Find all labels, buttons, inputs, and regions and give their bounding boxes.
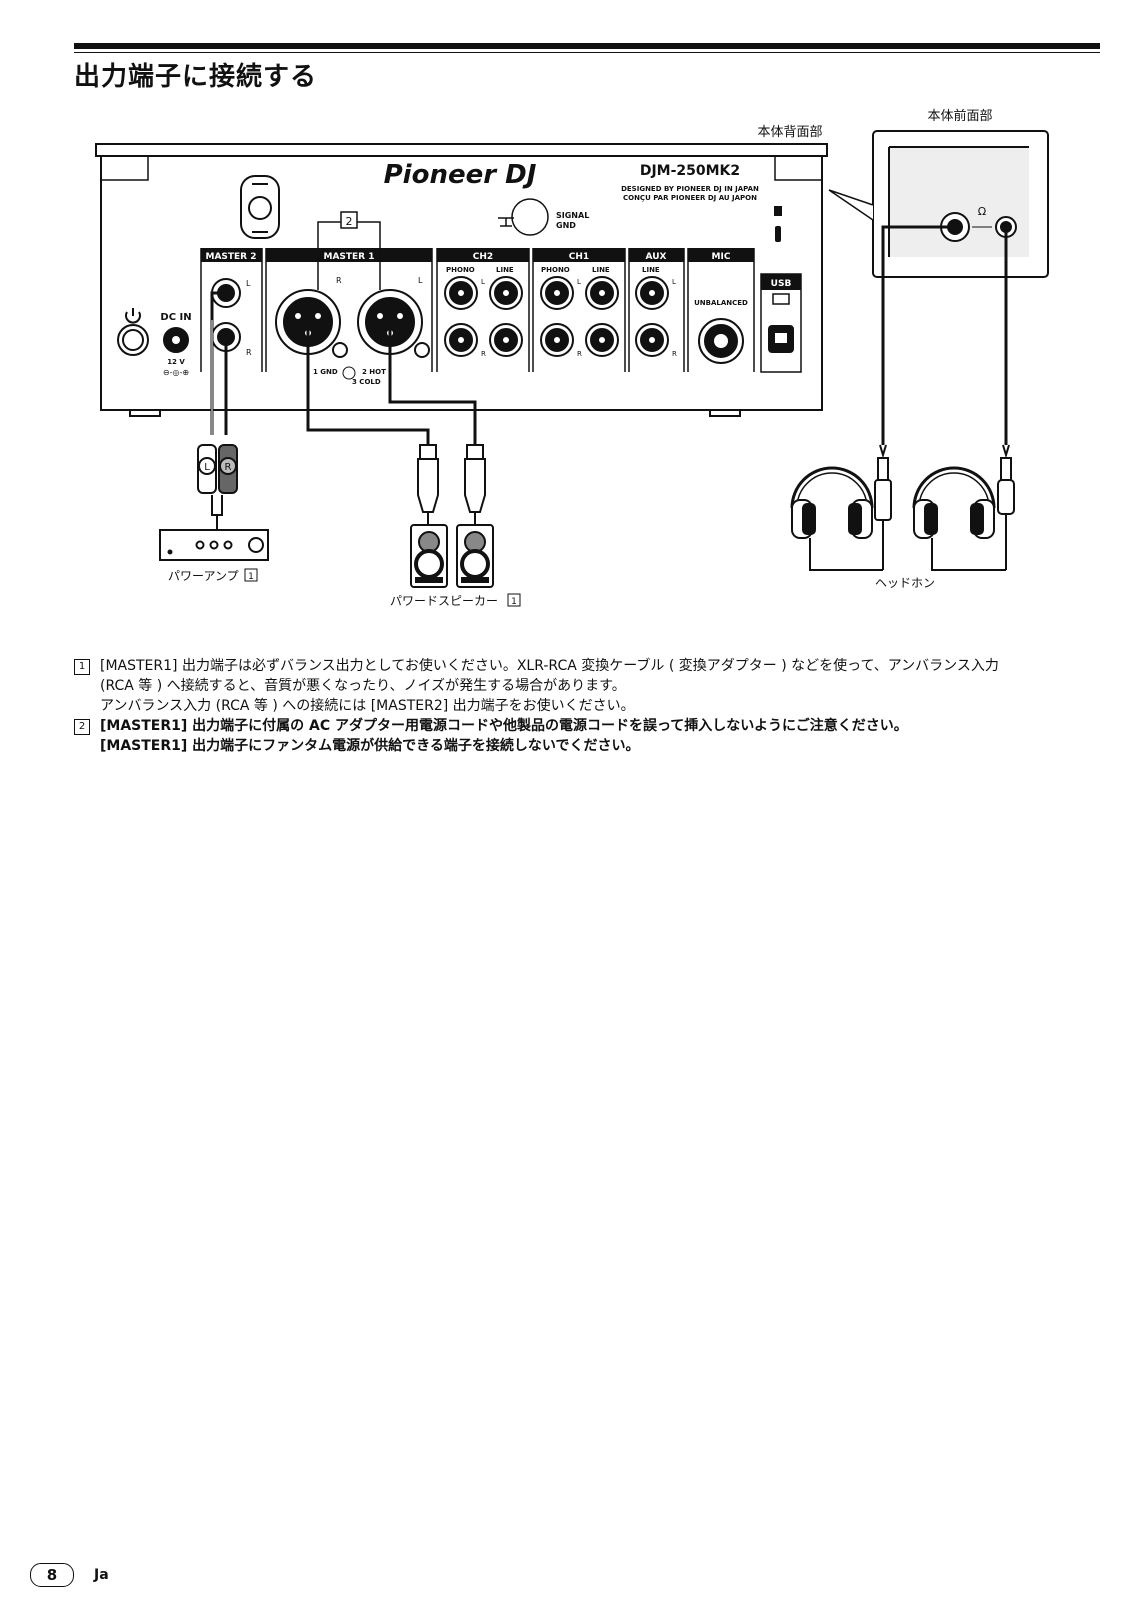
master1-l: L [418, 276, 423, 285]
power-amp-ref: 1 [248, 572, 254, 582]
connection-diagram: 本体背面部 Pioneer DJ DJM-250MK2 DESIGNED BY … [95, 108, 1049, 608]
pin2-label: 2 HOT [362, 368, 386, 376]
callout-2-number: 2 [346, 215, 353, 228]
rca-plug-r: R [225, 462, 232, 473]
note-1-line-3: アンバランス入力 (RCA 等 ) への接続には [MASTER2] 出力端子を… [100, 698, 635, 714]
brand-logo: Pioneer DJ [384, 160, 537, 190]
ch2-l: L [481, 278, 485, 286]
dc-in-label: DC IN [160, 312, 191, 323]
mount-bracket [240, 175, 280, 239]
note-2-line-2: [MASTER1] 出力端子にファンタム電源が供給できる端子を接続しないでくださ… [100, 738, 640, 754]
model-name: DJM-250MK2 [640, 163, 740, 179]
note-1-line-1: [MASTER1] 出力端子は必ずバランス出力としてお使いください。XLR-RC… [100, 658, 999, 674]
mic-jack [698, 318, 744, 364]
aux-line: LINE [642, 266, 660, 274]
ch2-r: R [481, 350, 486, 358]
powered-speaker-label: パワードスピーカー [390, 594, 498, 608]
ch1-l: L [577, 278, 581, 286]
power-amp [159, 529, 269, 561]
ch1-label: CH1 [569, 252, 589, 262]
signal-label: SIGNAL [556, 211, 589, 220]
rca-plug-l: L [204, 462, 210, 473]
ch1-phono: PHONO [541, 266, 570, 274]
note-1-number: 1 [74, 659, 90, 675]
rca-plugs [197, 444, 238, 494]
master1-label: MASTER 1 [323, 252, 374, 262]
speaker-ref-box [507, 593, 521, 607]
volt-label: 12 V [167, 358, 185, 366]
aux-label: AUX [646, 252, 667, 262]
xlr-plugs [417, 444, 486, 525]
page-footer: 8 Ja [30, 1563, 109, 1587]
ch2-label: CH2 [473, 252, 493, 262]
pin3-label: 3 COLD [352, 378, 381, 386]
master2-label: MASTER 2 [205, 252, 256, 262]
gnd-label: GND [556, 221, 576, 230]
concu-text: CONÇU PAR PIONEER DJ AU JAPON [623, 194, 757, 202]
master2-l: L [246, 279, 251, 288]
headphone-plugs [874, 444, 1015, 570]
pin1-label: 1 GND [313, 368, 338, 376]
front-panel-label: 本体前面部 [927, 108, 992, 124]
usb-label: USB [771, 279, 792, 289]
note-1: 1 [MASTER1] 出力端子は必ずバランス出力としてお使いください。XLR-… [74, 656, 1114, 716]
page-title: 出力端子に接続する [74, 62, 318, 92]
headphones [790, 466, 1006, 571]
ch2-line: LINE [496, 266, 514, 274]
note-2-line-1: [MASTER1] 出力端子に付属の AC アダプター用電源コードや他製品の電源… [100, 718, 908, 734]
heading-rule-thin [74, 52, 1100, 53]
headphones-label: ヘッドホン [875, 576, 935, 590]
section-headers [201, 248, 801, 290]
usb-port [768, 293, 794, 353]
mic-unbalanced: UNBALANCED [694, 299, 748, 307]
aux-r: R [672, 350, 677, 358]
front-panel-inset [828, 130, 1049, 278]
note-2: 2 [MASTER1] 出力端子に付属の AC アダプター用電源コードや他製品の… [74, 716, 1114, 756]
signal-gnd-terminal [498, 198, 549, 236]
power-button [117, 308, 149, 356]
lock-slot-icon [774, 206, 782, 242]
master2-r: R [246, 348, 252, 357]
note-1-line-2: (RCA 等 ) へ接続すると、音質が悪くなったり、ノイズが発生する場合がありま… [100, 678, 626, 694]
section-frames [200, 248, 802, 373]
mic-label: MIC [712, 252, 731, 262]
dc-in-jack [163, 327, 189, 353]
heading-rule [74, 43, 1100, 49]
designed-text: DESIGNED BY PIONEER DJ IN JAPAN [621, 185, 759, 193]
ch1-line: LINE [592, 266, 610, 274]
aux-l: L [672, 278, 676, 286]
notes-section: 1 [MASTER1] 出力端子は必ずバランス出力としてお使いください。XLR-… [74, 656, 1114, 756]
ch1-r: R [577, 350, 582, 358]
polarity-icon: ⊖-◎-⊕ [163, 368, 189, 377]
power-amp-label: パワーアンプ [168, 569, 239, 583]
page-number: 8 [30, 1563, 74, 1587]
callout-2 [317, 211, 381, 290]
speaker-ref: 1 [511, 597, 517, 607]
input-rca-jacks [444, 276, 669, 357]
language-code: Ja [94, 1567, 109, 1583]
powered-speakers [410, 524, 494, 588]
headphone-icon: Ω [978, 205, 986, 218]
master1-r: R [336, 276, 342, 285]
ch2-phono: PHONO [446, 266, 475, 274]
power-amp-ref-box [244, 568, 258, 582]
pin-diagram-icon [342, 366, 356, 380]
note-2-number: 2 [74, 719, 90, 735]
rear-panel-label: 本体背面部 [757, 125, 822, 140]
